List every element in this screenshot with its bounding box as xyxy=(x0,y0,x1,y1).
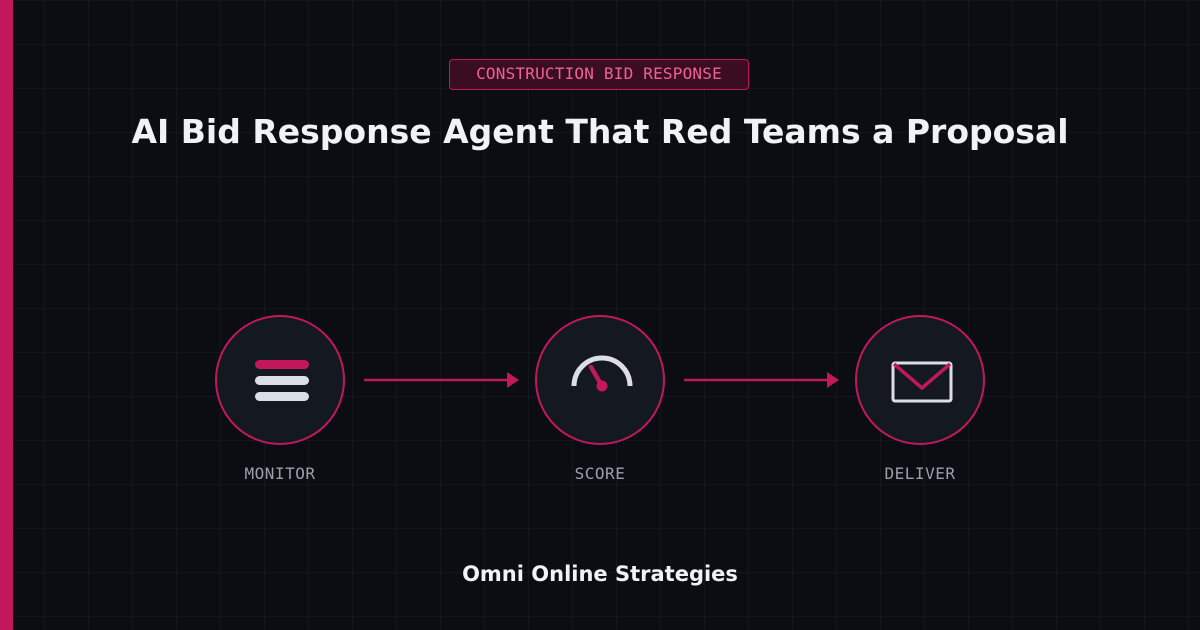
list-icon xyxy=(255,360,309,401)
gauge-icon xyxy=(571,355,633,392)
page-title: AI Bid Response Agent That Red Teams a P… xyxy=(131,112,1069,151)
step-label-monitor: MONITOR xyxy=(244,464,316,483)
step-label-score: SCORE xyxy=(574,464,626,483)
envelope-icon xyxy=(891,361,953,403)
brand-name: Omni Online Strategies xyxy=(462,562,738,586)
flow-arrow-2 xyxy=(684,372,839,388)
step-score xyxy=(535,315,665,445)
step-deliver xyxy=(855,315,985,445)
category-badge: CONSTRUCTION BID RESPONSE xyxy=(449,59,749,90)
flow-arrow-1 xyxy=(364,372,519,388)
step-label-deliver: DELIVER xyxy=(884,464,956,483)
step-monitor xyxy=(215,315,345,445)
left-accent-bar xyxy=(0,0,13,630)
